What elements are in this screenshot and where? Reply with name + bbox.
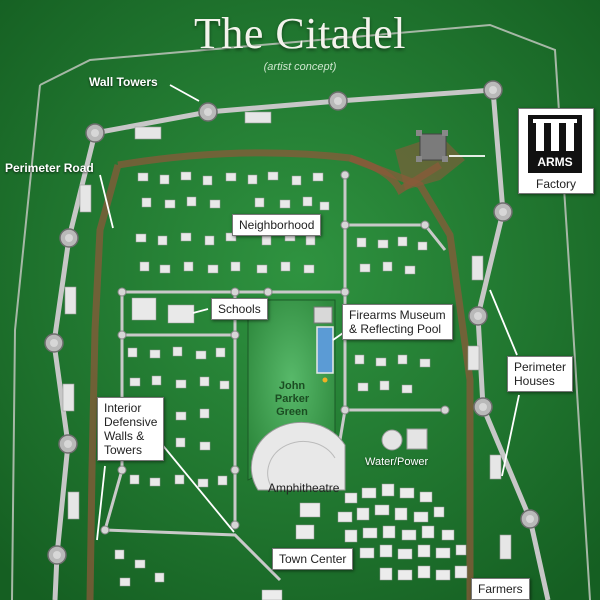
perimeter-houses — [62, 111, 512, 560]
page-subtitle: (artist concept) — [263, 61, 337, 73]
leader-lines — [96, 84, 520, 541]
label-farmers: Farmers — [471, 578, 530, 600]
label-factory: Factory — [535, 177, 576, 191]
interior-line-4: Towers — [104, 443, 143, 457]
label-perimeter-houses: Perimeter Houses — [507, 356, 574, 392]
interior-line-2: Defensive — [104, 415, 158, 429]
label-schools: Schools — [211, 298, 268, 320]
factory-castle — [416, 130, 448, 162]
factory-callout: ARMS Factory — [518, 108, 594, 194]
interior-line-3: Walls & — [104, 429, 145, 443]
water-power-plant — [381, 428, 428, 451]
houses-east — [354, 236, 431, 394]
amphitheatre-stage — [267, 440, 336, 489]
label-john-parker-green: John Parker Green — [262, 380, 322, 419]
label-interior-walls: Interior Defensive Walls & Towers — [97, 397, 165, 461]
wall-tower-cores — [50, 86, 534, 559]
museum-building — [313, 306, 333, 324]
label-perimeter-road: Perimeter Road — [5, 161, 94, 175]
perimeter-road — [39, 23, 591, 600]
logo-tower-middle — [551, 121, 559, 151]
interior-line-1: Interior — [104, 401, 142, 415]
logo-tower-right — [566, 121, 574, 151]
perimeter-houses-line-1: Perimeter — [514, 360, 567, 374]
interior-towers — [100, 170, 450, 535]
wall-towers — [44, 80, 540, 565]
museum-marker — [322, 377, 328, 383]
label-wall-towers: Wall Towers — [89, 75, 158, 89]
amphitheatre-shape — [250, 421, 346, 491]
green-line-3: Green — [276, 406, 308, 418]
label-neighborhood: Neighborhood — [232, 214, 322, 236]
green-line-2: Parker — [274, 393, 310, 405]
town-center-buildings — [261, 483, 468, 600]
outer-wall — [94, 87, 551, 600]
logo-word: ARMS — [537, 155, 573, 169]
label-water-power: Water/Power — [365, 456, 429, 468]
label-amphitheatre: Amphitheatre — [268, 481, 340, 495]
perimeter-houses-line-2: Houses — [514, 374, 555, 388]
logo-tower-left — [536, 121, 544, 151]
reflecting-pool — [316, 326, 334, 374]
houses-neighborhood — [135, 171, 330, 274]
green-line-1: John — [278, 380, 306, 392]
label-firearms-museum: Firearms Museum & Reflecting Pool — [342, 304, 453, 340]
perimeter-road-west — [11, 84, 41, 600]
factory-road — [348, 154, 442, 196]
arms-logo: ARMS — [528, 115, 582, 173]
museum-line-2: & Reflecting Pool — [349, 322, 442, 336]
page-title: The Citadel — [194, 9, 406, 58]
museum-line-1: Firearms Museum — [349, 308, 446, 322]
factory-yard — [395, 135, 465, 190]
label-town-center: Town Center — [272, 548, 354, 570]
